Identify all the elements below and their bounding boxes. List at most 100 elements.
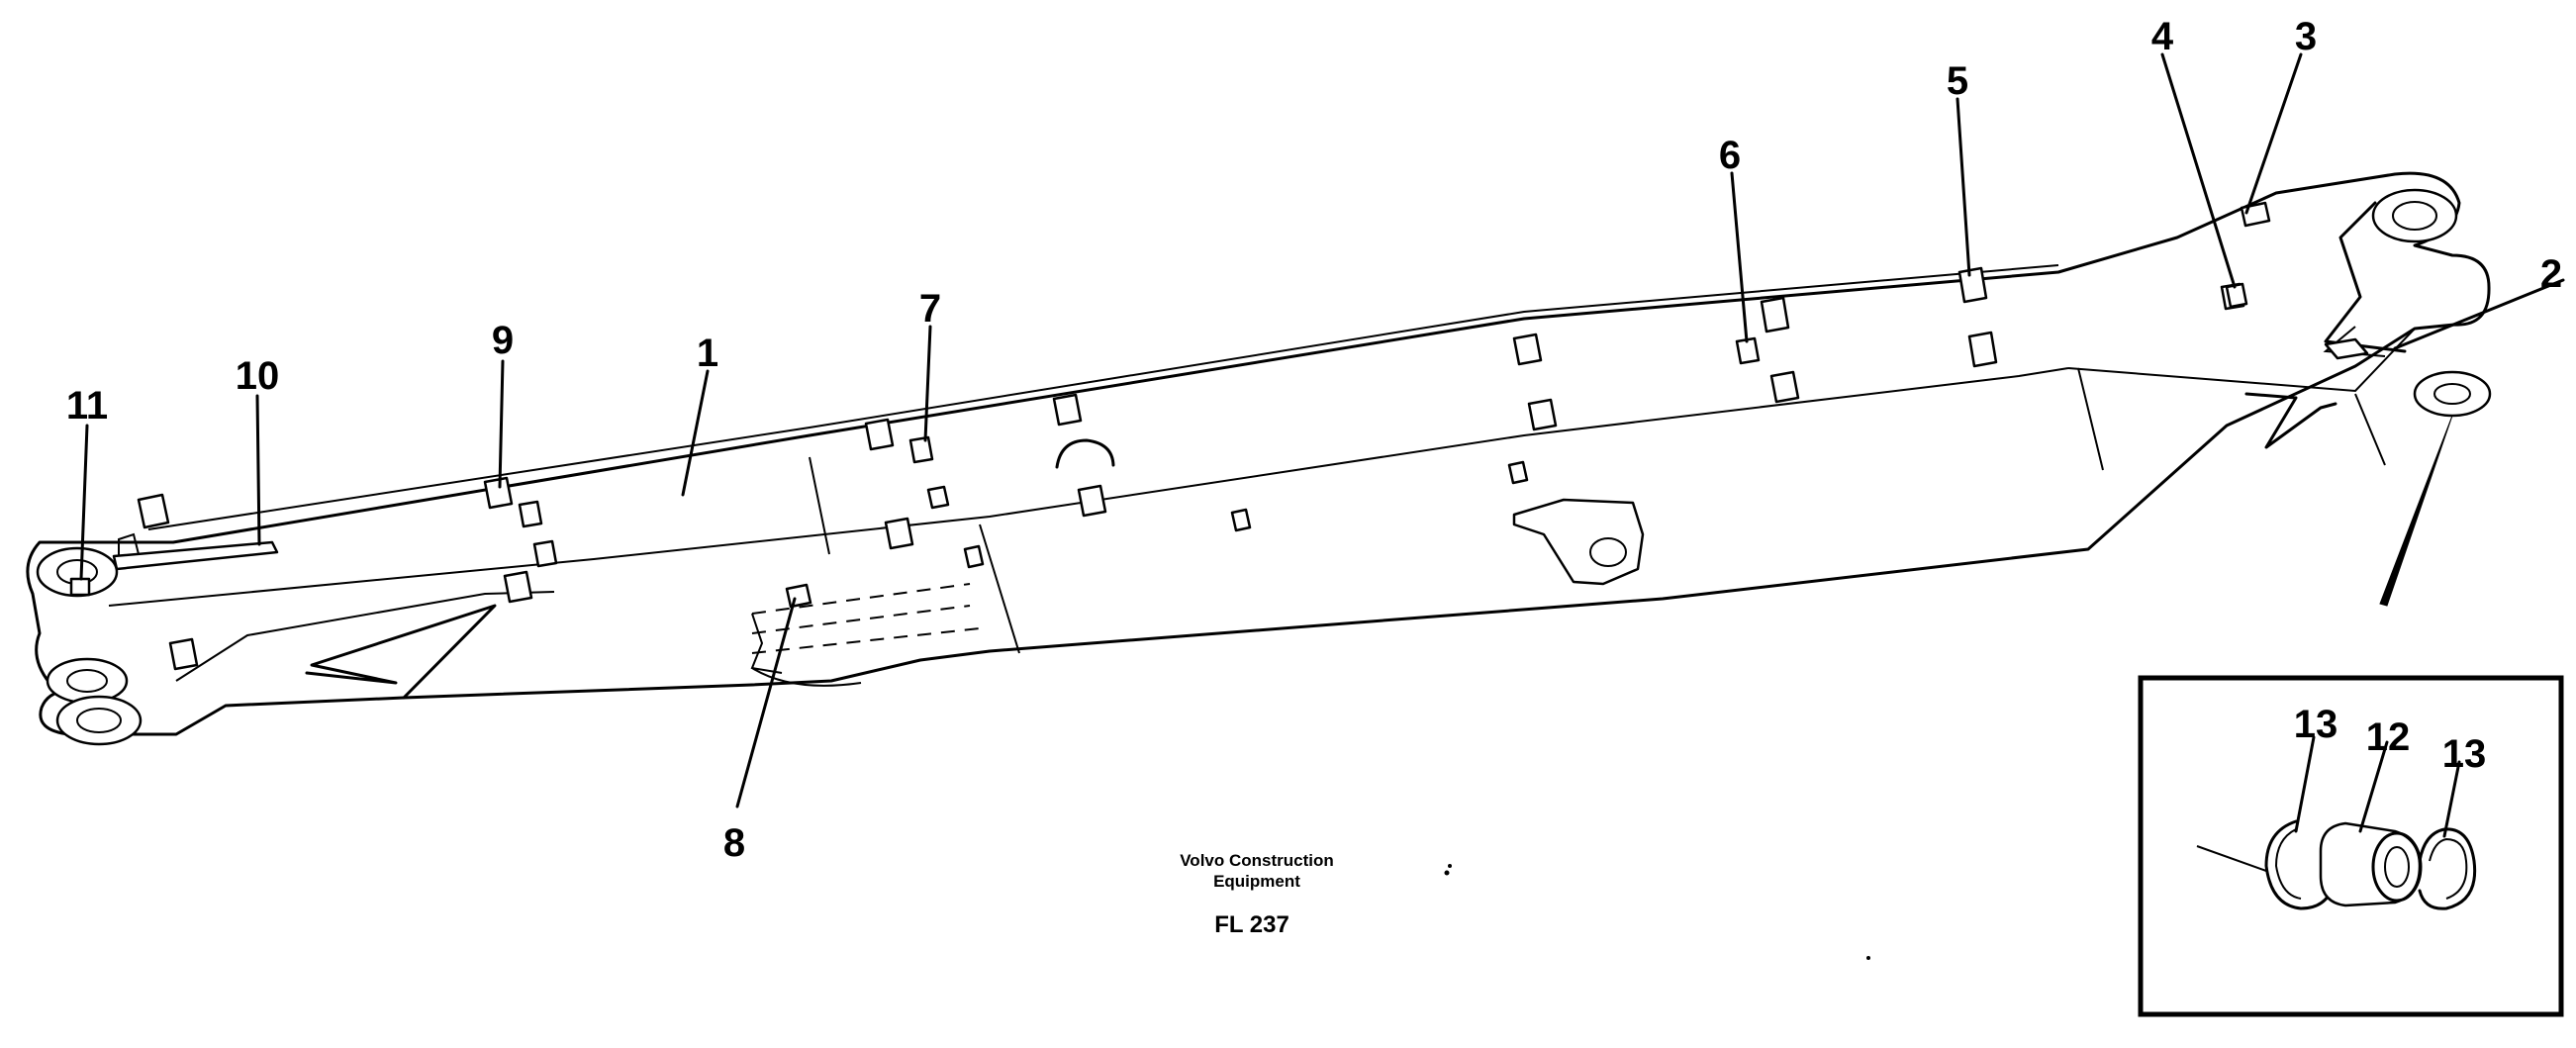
leader-3 — [2244, 52, 2303, 215]
leader-8 — [735, 597, 797, 809]
hidden-line-1 — [751, 583, 971, 615]
small-bracket-4 — [2225, 282, 2248, 309]
callout-12: 12 — [2366, 715, 2411, 759]
bracket — [1052, 393, 1083, 427]
eye-lower-right-hole — [2433, 383, 2471, 405]
callout-4: 4 — [2151, 15, 2174, 58]
leader-10 — [255, 394, 261, 546]
grease-nipple — [69, 577, 91, 597]
eye-upper-right — [2371, 188, 2458, 243]
callout-5: 5 — [1947, 59, 1968, 103]
callout-1: 1 — [697, 332, 718, 375]
bracket — [908, 435, 934, 464]
callout-2: 2 — [2540, 252, 2562, 296]
callout-3: 3 — [2295, 15, 2317, 58]
leader-9 — [498, 359, 505, 489]
bracket — [864, 418, 895, 451]
bracket — [137, 493, 170, 529]
boom-bottom-bulge — [751, 667, 862, 687]
bracket-2 — [2324, 337, 2369, 360]
bracket — [1967, 331, 1998, 368]
mounting-plate-hole — [1589, 537, 1627, 567]
callout-13-right: 13 — [2442, 732, 2487, 776]
left-eyes — [36, 546, 143, 746]
eye-middle-left — [46, 657, 129, 705]
bracket — [1512, 333, 1543, 366]
bracket — [518, 500, 543, 528]
leader-5 — [1956, 97, 1971, 277]
callout-8: 8 — [723, 821, 745, 865]
caption: Volvo Construction Equipment FL 237 — [1180, 851, 1334, 938]
eye-lower-left — [55, 695, 143, 746]
bracket — [1077, 484, 1107, 518]
bushing-bore — [2384, 846, 2410, 888]
callout-13-left: 13 — [2294, 703, 2338, 746]
bracket — [1760, 296, 1790, 333]
bracket — [1230, 508, 1252, 532]
figure-code: FL 237 — [1214, 911, 1289, 938]
leader-2 — [2393, 278, 2565, 350]
bushing-end — [2371, 831, 2423, 903]
section-seam-3 — [2077, 367, 2104, 471]
bracket — [1957, 266, 1988, 304]
retaining-ring-left-inner — [2274, 828, 2302, 900]
leader-13-right — [2442, 760, 2461, 838]
callout-6: 6 — [1719, 134, 1741, 177]
bracket — [2240, 201, 2271, 228]
speck — [1448, 864, 1452, 868]
horseshoe-clamp — [1055, 438, 1115, 469]
hidden-line-2 — [751, 605, 971, 634]
leader-13-left — [2294, 735, 2316, 833]
callout-7: 7 — [919, 287, 941, 331]
caption-line-2: Equipment — [1213, 872, 1300, 891]
callout-11: 11 — [66, 384, 108, 428]
callout-labels: 1 2 3 4 5 6 7 8 9 10 11 — [66, 15, 2562, 865]
bracket — [1507, 460, 1529, 485]
boom-center-seam — [108, 367, 2069, 607]
section-seam-1 — [809, 456, 830, 555]
retaining-ring-left — [2264, 819, 2336, 910]
caption-line-1: Volvo Construction — [1180, 851, 1334, 870]
eye-lower-right — [2413, 370, 2492, 418]
bracket — [1527, 398, 1558, 431]
section-seam-2 — [979, 524, 1020, 654]
leader-4 — [2160, 52, 2237, 289]
boom-lower-flange — [175, 591, 555, 682]
bracket — [926, 485, 950, 510]
bracket — [963, 544, 985, 569]
retaining-ring-right-inner — [2429, 837, 2468, 900]
leader-12 — [2358, 740, 2389, 833]
leader-1 — [681, 369, 710, 497]
bracket — [503, 570, 533, 604]
small-bracket-8 — [785, 583, 812, 609]
detail-inset: 13 12 13 — [2138, 675, 2564, 1017]
boom-notch-left — [305, 604, 497, 700]
section-seam-4 — [2354, 393, 2386, 466]
boom-outline — [26, 171, 2491, 736]
hidden-bracket — [750, 613, 783, 674]
eye-upper-right-hole — [2392, 201, 2437, 231]
leader-6 — [1730, 171, 1749, 343]
bracket — [1735, 336, 1761, 365]
eye-lower-left-hole — [76, 708, 122, 733]
detail-pointer — [2379, 415, 2453, 607]
bracket — [483, 476, 514, 510]
leader-lines — [79, 52, 2565, 809]
leader-11 — [79, 424, 89, 581]
boom-body — [26, 171, 2491, 736]
retaining-ring-right — [2418, 827, 2477, 910]
mounting-plate — [1512, 498, 1645, 586]
speck — [1444, 870, 1450, 876]
bracket — [884, 517, 914, 550]
brackets — [69, 201, 2369, 671]
bracket — [532, 539, 558, 568]
boom-notch-right — [2244, 392, 2337, 449]
leader-7 — [923, 325, 932, 442]
bracket — [168, 637, 199, 671]
eye-middle-left-hole — [66, 669, 108, 693]
callout-9: 9 — [492, 319, 514, 362]
hidden-line-3 — [751, 627, 981, 654]
boom-top-edge — [147, 264, 2059, 530]
detail-axis — [2196, 845, 2267, 872]
